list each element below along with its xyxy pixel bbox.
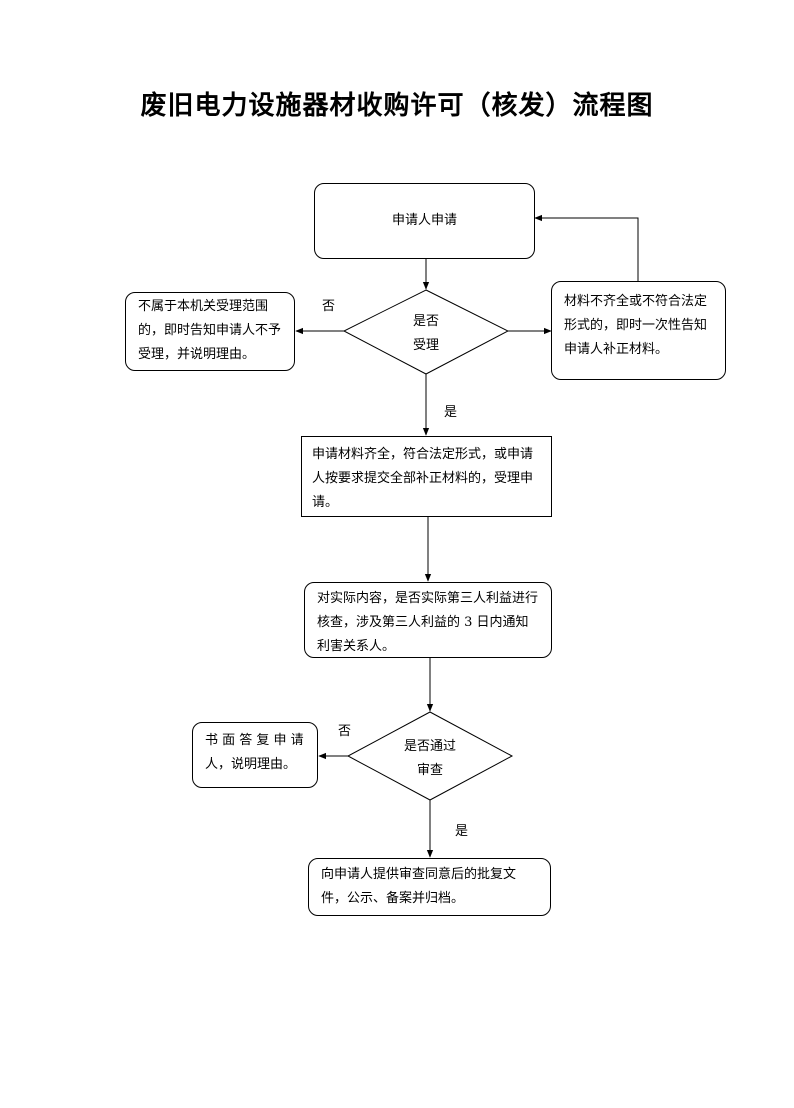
review-decision-line2: 审查 [416,763,443,778]
written-reply-box: 书 面 答 复 申 请 人，说明理由。 [192,722,318,788]
verify-box: 对实际内容，是否实际第三人利益进行核查，涉及第三人利益的 3 日内通知利害关系人… [304,582,552,658]
reject-text: 不属于本机关受理范围的，即时告知申请人不予受理，并说明理由。 [138,299,282,362]
accept-decision-line1: 是否 [412,314,439,329]
edge-label-yes-2: 是 [455,824,469,839]
accept-decision-label: 是否 受理 [376,310,476,358]
apply-box: 申请人申请 [314,183,535,259]
accepted-box: 申请材料齐全，符合法定形式，或申请人按要求提交全部补正材料的，受理申请。 [301,436,552,517]
edge-label-no-1: 否 [322,299,336,314]
edge-label-no-2: 否 [338,724,352,739]
verify-text: 对实际内容，是否实际第三人利益进行核查，涉及第三人利益的 3 日内通知利害关系人… [317,591,539,654]
reject-box: 不属于本机关受理范围的，即时告知申请人不予受理，并说明理由。 [125,292,295,371]
supplement-text: 材料不齐全或不符合法定形式的，即时一次性告知申请人补正材料。 [564,294,708,357]
page-title: 废旧电力设施器材收购许可（核发）流程图 [140,91,654,121]
review-decision-label: 是否通过 审查 [380,735,480,783]
accept-decision-line2: 受理 [412,338,439,353]
approve-box: 向申请人提供审查同意后的批复文件，公示、备案并归档。 [308,858,551,916]
accepted-text: 申请材料齐全，符合法定形式，或申请人按要求提交全部补正材料的，受理申请。 [312,447,534,510]
apply-text: 申请人申请 [391,213,457,228]
written-reply-text: 书 面 答 复 申 请 人，说明理由。 [205,733,304,772]
review-decision-line1: 是否通过 [403,739,456,754]
approve-text: 向申请人提供审查同意后的批复文件，公示、备案并归档。 [321,867,517,906]
arrow-supplement-to-apply [534,214,639,281]
supplement-box: 材料不齐全或不符合法定形式的，即时一次性告知申请人补正材料。 [551,281,726,380]
edge-label-yes-1: 是 [444,405,458,420]
